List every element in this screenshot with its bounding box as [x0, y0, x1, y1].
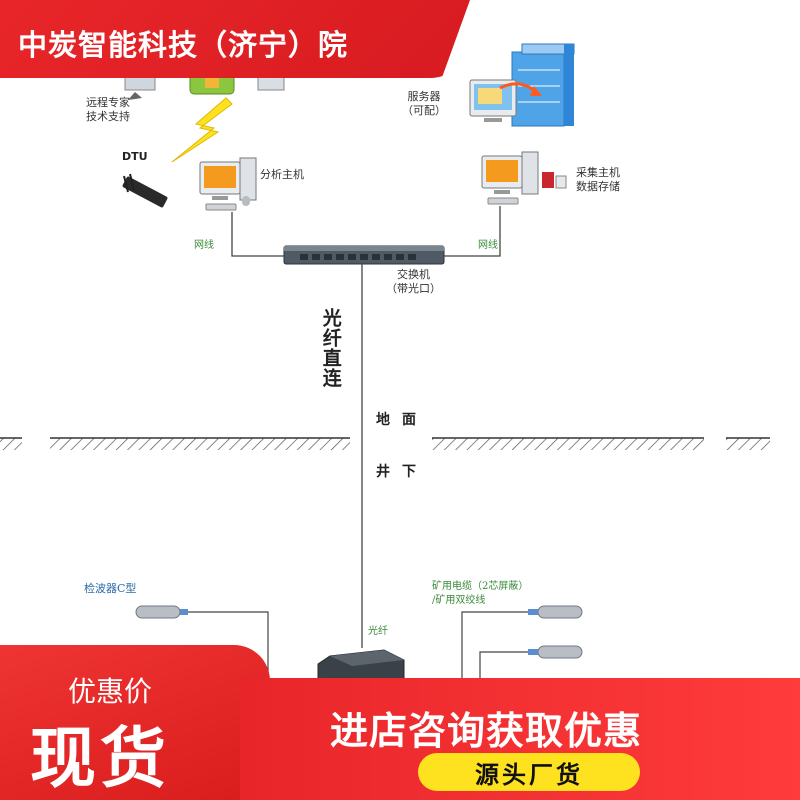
ground-label: 地面: [376, 412, 428, 428]
network-switch-icon: [283, 245, 445, 265]
right-geophone-group: [461, 605, 583, 678]
promo-source-badge-text: 源头厂货: [475, 760, 583, 789]
switch-label: 交换机 （带光口）: [386, 268, 441, 295]
promo-source-badge: 源头厂货: [418, 753, 640, 791]
promo-left-panel: [0, 645, 270, 800]
fiber-direct-label: 光纤直连: [319, 308, 342, 388]
analysis-host-label: 分析主机: [260, 168, 304, 181]
server-monitor-icon: [469, 79, 542, 122]
server-label: 服务器 （可配）: [402, 90, 446, 117]
collection-host-pc-icon: [481, 151, 567, 205]
promo-price-label: 优惠价: [68, 675, 153, 708]
top-banner: [0, 0, 470, 78]
detector-label: 检波器C型: [84, 582, 137, 595]
promo-cta-text: 进店咨询获取优惠: [330, 709, 643, 753]
network-cable-left-label: 网线: [194, 240, 214, 251]
analysis-host-pc-icon: [199, 157, 257, 211]
ground-surface-line: [0, 437, 770, 450]
promo-in-stock-label: 现货: [30, 720, 170, 797]
collection-host-label: 采集主机 数据存储: [576, 166, 620, 193]
wireless-lightning-icon: [171, 97, 233, 163]
mine-cable-label: 矿用电缆（2芯屏蔽） /矿用双绞线: [432, 581, 529, 606]
company-title: 中炭智能科技（济宁）院: [18, 28, 349, 62]
remote-support-label: 远程专家 技术支持: [86, 96, 130, 123]
underground-label: 井下: [376, 464, 428, 480]
dtu-label: DTU: [122, 150, 148, 163]
network-cable-right-label: 网线: [478, 240, 498, 251]
dtu-router-icon: [122, 173, 168, 208]
server-icon: [511, 43, 575, 127]
fiber-label: 光纤: [368, 626, 388, 637]
